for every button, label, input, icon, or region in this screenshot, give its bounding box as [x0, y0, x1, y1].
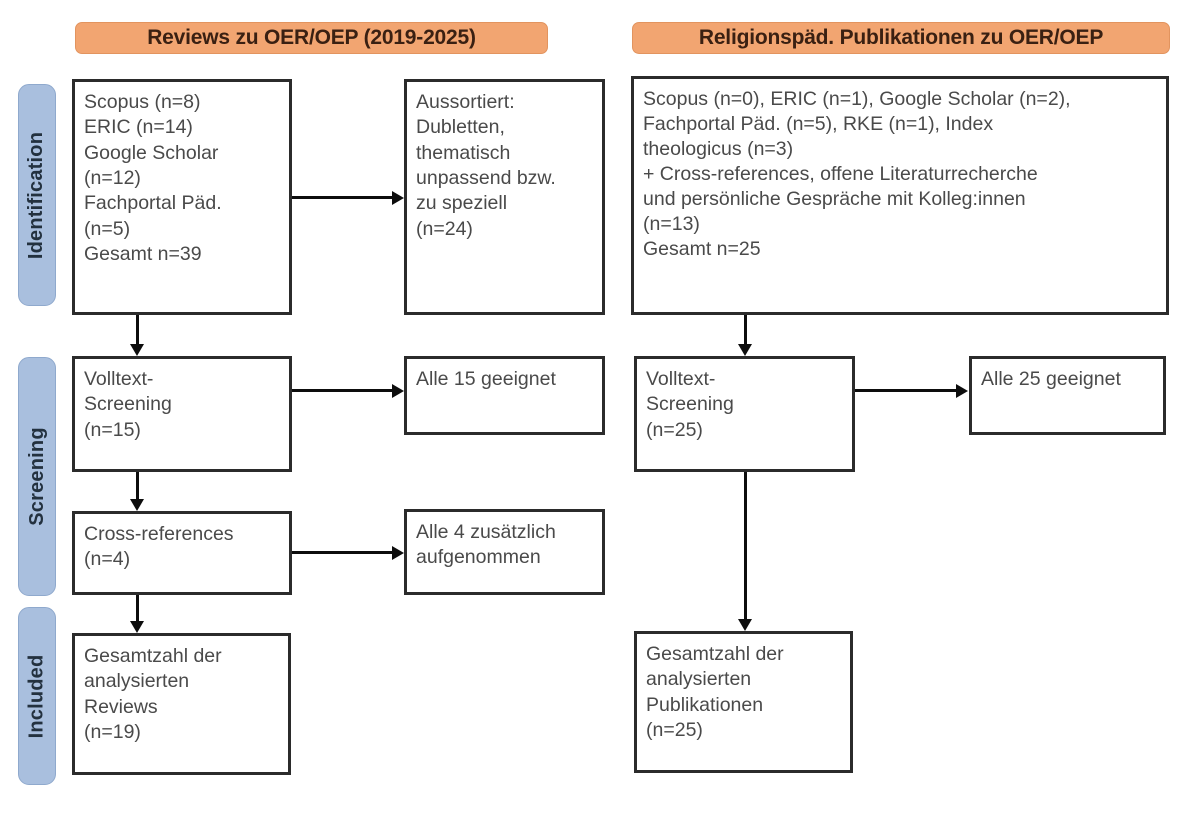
box-left-cross-references: Cross-references (n=4): [72, 511, 292, 595]
arrowhead-left-sources-to-excluded: [392, 191, 404, 205]
connector-left-crossrefs-to-result: [292, 551, 394, 554]
connector-left-screening-to-result: [292, 389, 394, 392]
stage-label-identification: Identification: [25, 131, 48, 259]
box-left-fulltext-result: Alle 15 geeignet: [404, 356, 605, 435]
box-left-identification-sources: Scopus (n=8) ERIC (n=14) Google Scholar …: [72, 79, 292, 315]
arrowhead-right-screening-to-included: [738, 619, 752, 631]
connector-right-sources-to-screening: [744, 315, 747, 346]
arrowhead-right-screening-to-result: [956, 384, 968, 398]
connector-right-screening-to-result: [855, 389, 958, 392]
connector-left-sources-to-screening: [136, 315, 139, 346]
box-left-included-total: Gesamtzahl der analysierten Reviews (n=1…: [72, 633, 291, 775]
connector-left-crossrefs-to-included: [136, 595, 139, 623]
stage-badge-included: Included: [18, 607, 56, 785]
arrowhead-left-screening-to-crossrefs: [130, 499, 144, 511]
arrowhead-left-sources-to-screening: [130, 344, 144, 356]
box-right-fulltext-screening: Volltext- Screening (n=25): [634, 356, 855, 472]
stage-label-screening: Screening: [25, 427, 48, 526]
column-header-left: Reviews zu OER/OEP (2019-2025): [75, 22, 548, 54]
arrowhead-left-crossrefs-to-included: [130, 621, 144, 633]
column-header-right: Religionspäd. Publikationen zu OER/OEP: [632, 22, 1170, 54]
box-right-fulltext-result: Alle 25 geeignet: [969, 356, 1166, 435]
box-right-included-total: Gesamtzahl der analysierten Publikatione…: [634, 631, 853, 773]
box-left-cross-references-result: Alle 4 zusätzlich aufgenommen: [404, 509, 605, 595]
arrowhead-right-sources-to-screening: [738, 344, 752, 356]
connector-right-screening-to-included: [744, 472, 747, 621]
stage-badge-identification: Identification: [18, 84, 56, 306]
arrowhead-left-crossrefs-to-result: [392, 546, 404, 560]
box-left-fulltext-screening: Volltext- Screening (n=15): [72, 356, 292, 472]
stage-label-included: Included: [25, 654, 48, 738]
arrowhead-left-screening-to-result: [392, 384, 404, 398]
box-left-excluded: Aussortiert: Dubletten, thematisch unpas…: [404, 79, 605, 315]
box-right-identification-sources: Scopus (n=0), ERIC (n=1), Google Scholar…: [631, 76, 1169, 315]
connector-left-screening-to-crossrefs: [136, 472, 139, 501]
connector-left-sources-to-excluded: [292, 196, 394, 199]
stage-badge-screening: Screening: [18, 357, 56, 596]
